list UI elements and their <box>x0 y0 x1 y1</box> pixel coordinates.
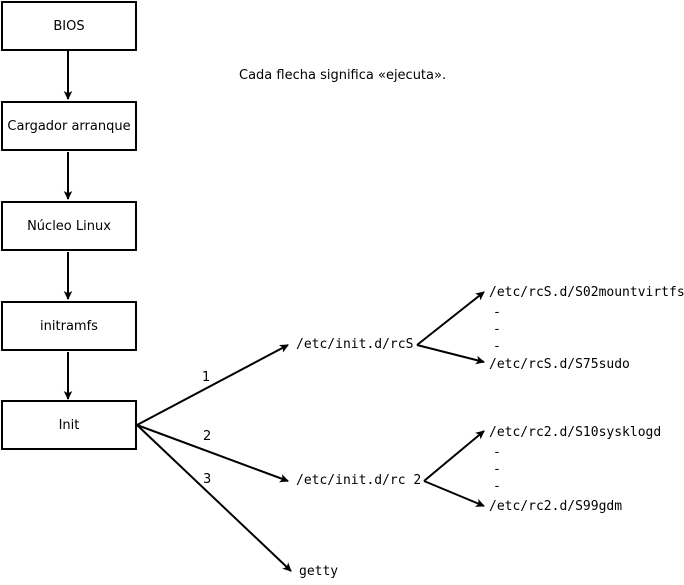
boot-stage-label: Cargador arranque <box>7 118 131 134</box>
arrow-init-to-getty <box>136 424 292 572</box>
rcs-script-ellipsis-3: - <box>493 339 501 354</box>
boot-stage-label: initramfs <box>40 318 98 334</box>
arrow-rcs-to-first-script <box>416 291 485 346</box>
init-target-getty: getty <box>299 564 339 579</box>
arrow-rc2-to-first-script <box>423 430 485 482</box>
arrow-rc2-to-last-script <box>423 480 485 507</box>
boot-stage-label: Núcleo Linux <box>27 218 111 234</box>
branch-number-2: 2 <box>203 429 212 444</box>
boot-stage-kernel: Núcleo Linux <box>1 201 137 251</box>
rcs-script-ellipsis-1: - <box>493 305 501 320</box>
arrow-init-to-rcs <box>136 344 289 426</box>
boot-stage-bootloader: Cargador arranque <box>1 101 137 151</box>
arrow-rcs-to-last-script <box>416 344 485 365</box>
rc2-script-ellipsis-2: - <box>493 462 501 477</box>
rc2-script-ellipsis-3: - <box>493 479 501 494</box>
boot-stage-label: BIOS <box>53 18 85 34</box>
diagram-note: Cada flecha significa «ejecuta». <box>239 68 447 83</box>
rcs-script-last: /etc/rcS.d/S75sudo <box>489 357 630 372</box>
init-target-rc2: /etc/init.d/rc 2 <box>296 473 422 488</box>
boot-stage-label: Init <box>58 417 80 433</box>
rc2-script-last: /etc/rc2.d/S99gdm <box>489 499 623 514</box>
branch-number-1: 1 <box>202 370 211 385</box>
boot-stage-bios: BIOS <box>1 1 137 51</box>
boot-stage-init: Init <box>1 400 137 450</box>
rc2-script-first: /etc/rc2.d/S10sysklogd <box>489 425 662 440</box>
rcs-script-first: /etc/rcS.d/S02mountvirtfs <box>489 285 684 300</box>
init-target-rcs: /etc/init.d/rcS <box>296 337 414 352</box>
boot-stage-initramfs: initramfs <box>1 301 137 351</box>
rcs-script-ellipsis-2: - <box>493 322 501 337</box>
arrow-init-to-rc2 <box>136 424 289 483</box>
branch-number-3: 3 <box>203 472 212 487</box>
rc2-script-ellipsis-1: - <box>493 445 501 460</box>
